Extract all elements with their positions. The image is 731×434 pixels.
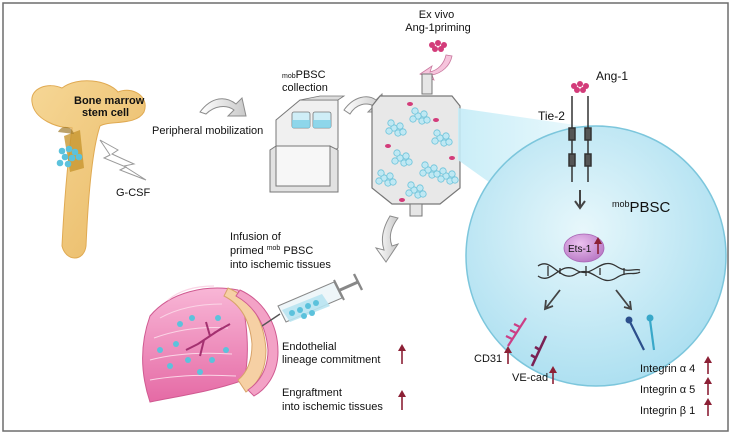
vecad-label: VE-cad <box>512 372 548 384</box>
tissue-stem-cells <box>157 315 229 375</box>
bag-stem-cell <box>407 181 415 189</box>
ets1-up-arrow-icon <box>594 237 602 254</box>
ets1-label: Ets-1 <box>568 244 592 255</box>
ang1-ligand-icon <box>571 81 589 93</box>
peripheral-mobilization-label: Peripheral mobilization <box>152 125 263 137</box>
integrin-receptor <box>625 314 656 351</box>
bag-stem-cell <box>419 169 427 177</box>
bag-stem-cell <box>423 116 431 124</box>
bag-stem-cell <box>430 164 438 172</box>
bag-stem-cell <box>421 161 429 169</box>
bag-stem-cell <box>399 128 407 136</box>
ets1-factor <box>563 233 605 263</box>
gcsf-lightning-icon <box>99 139 147 181</box>
integrin-a5-label: Integrin α 5 <box>640 384 695 396</box>
expression-arrow-left-icon <box>543 289 561 311</box>
bag-stem-cell <box>411 107 419 115</box>
bag-stem-cell <box>377 169 385 177</box>
cd31-label: CD31 <box>474 353 502 365</box>
bag-stem-cell <box>439 167 447 175</box>
bag-stem-cell <box>433 170 441 178</box>
bag-stem-cell <box>405 158 413 166</box>
tie2-receptor <box>568 96 592 182</box>
mobilization-arrow-icon <box>199 97 247 117</box>
bag-stem-cell <box>431 137 439 145</box>
bag-stem-cell <box>448 170 456 178</box>
engraftment-up-arrow-icon <box>398 390 406 410</box>
bag-stem-cell <box>375 177 383 185</box>
signal-down-arrow-icon <box>574 190 586 210</box>
bag-cell-clusters <box>375 102 459 202</box>
infusion-label: Infusion of primed mob PBSC into ischemi… <box>230 231 331 271</box>
cell-pbsc-label: mobPBSC <box>612 199 671 216</box>
integrin-b1-up-arrow-icon <box>704 398 712 416</box>
bag-stem-cell <box>393 149 401 157</box>
bag-stem-cell <box>437 175 445 183</box>
bag-stem-cell <box>387 119 395 127</box>
bag-stem-cell <box>391 157 399 165</box>
engraftment-label: Engraftment into ischemic tissues <box>282 387 383 413</box>
tie2-label: Tie-2 <box>538 109 565 123</box>
bag-stem-cell <box>385 127 393 135</box>
vecad-up-arrow-icon <box>549 366 557 384</box>
bag-stem-cell <box>386 172 394 180</box>
bag-stem-cell <box>402 152 410 160</box>
endothelial-up-arrow-icon <box>398 344 406 364</box>
bag-ang1-particle <box>433 118 439 122</box>
bag-stem-cell <box>442 132 450 140</box>
bag-ang1-particle <box>449 156 455 160</box>
integrin-b1-label: Integrin β 1 <box>640 405 695 417</box>
bag-stem-cell <box>416 184 424 192</box>
vecad-receptor <box>530 335 548 367</box>
collection-label: mobPBSC collection <box>282 69 329 94</box>
syringe <box>261 273 364 327</box>
integrin-a4-label: Integrin α 4 <box>640 363 695 375</box>
bag-ang1-particle <box>385 144 391 148</box>
bag-stem-cell <box>419 190 427 198</box>
gcsf-label: G-CSF <box>116 187 151 199</box>
bag-stem-cell <box>451 176 459 184</box>
bag-stem-cell <box>445 138 453 146</box>
bag-ang1-particle <box>399 198 405 202</box>
apheresis-machine <box>269 95 346 193</box>
to-infusion-arrow-icon <box>374 215 400 263</box>
ang1-priming-icon <box>429 40 447 52</box>
bag-stem-cell <box>405 189 413 197</box>
bag-stem-cell <box>409 115 417 123</box>
stem-cell-cluster <box>56 145 83 168</box>
integrin-a5-up-arrow-icon <box>704 377 712 395</box>
bag-stem-cell <box>420 110 428 118</box>
expression-arrow-right-icon <box>615 289 633 311</box>
exvivo-label: Ex vivo Ang-1priming <box>405 9 470 34</box>
bag-stem-cell <box>389 178 397 186</box>
bag-stem-cell <box>433 129 441 137</box>
blood-vessel <box>185 321 231 357</box>
cd31-up-arrow-icon <box>504 346 512 364</box>
bag-stem-cell <box>396 122 404 130</box>
dna-helix-icon <box>537 263 641 281</box>
bone-marrow-label: Bone marrow stem cell <box>74 95 147 119</box>
ang1-label: Ang-1 <box>596 69 628 83</box>
integrin-a4-up-arrow-icon <box>704 356 712 374</box>
cd31-receptor <box>505 317 527 347</box>
bag-ang1-particle <box>407 102 413 106</box>
endothelial-label: Endothelial lineage commitment <box>282 341 380 366</box>
